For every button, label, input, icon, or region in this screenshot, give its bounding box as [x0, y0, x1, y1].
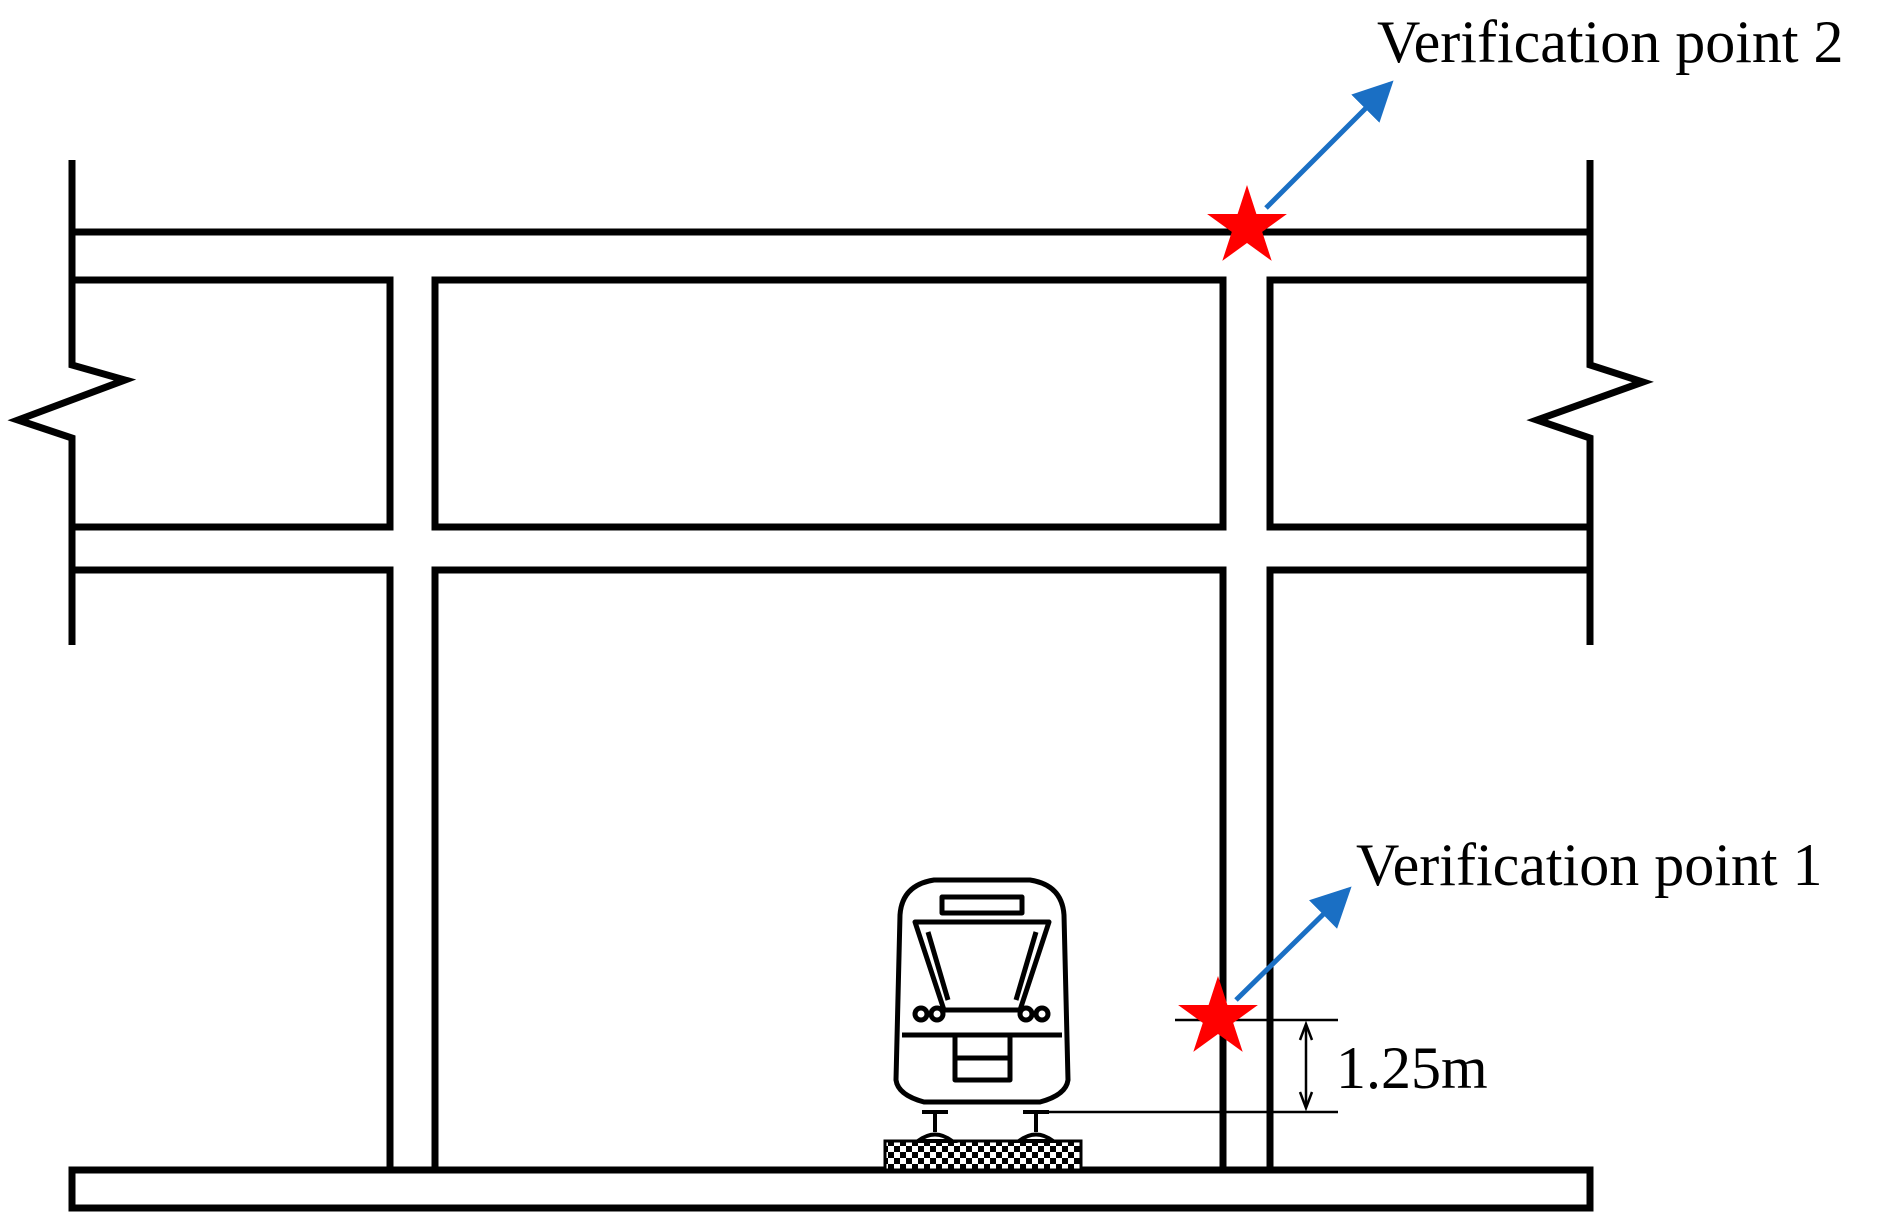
verification-point-1-arrow: [1234, 886, 1352, 1002]
dimension-annotation: [1042, 1018, 1338, 1114]
middle-slab-left: [72, 566, 394, 1170]
right-break-line: [1526, 160, 1654, 645]
verification-point-2-star-icon: [1207, 185, 1287, 261]
verification-point-1-label: Verification point 1: [1356, 832, 1823, 898]
verification-point-2-label: Verification point 2: [1377, 9, 1844, 75]
train-right-headlight: [1017, 1005, 1035, 1023]
train-right-headlight-2: [1033, 1005, 1051, 1023]
train-windshield: [912, 919, 1052, 1013]
middle-slab-center: [431, 566, 1227, 1170]
roof-slab-bottom-left: [72, 276, 394, 531]
train-bumper: [952, 1035, 1013, 1083]
roof-slab-bottom-right: [1266, 276, 1590, 531]
frame-structure: [7, 160, 1654, 1212]
verification-point-2-arrow: [1264, 80, 1394, 210]
track: [883, 1110, 1083, 1172]
dimension-label: 1.25m: [1336, 1035, 1488, 1101]
ballast-bed: [883, 1139, 1083, 1172]
verification-point-1-star-icon: [1178, 976, 1258, 1052]
right-rail: [1013, 1110, 1059, 1143]
train-left-headlight: [912, 1005, 930, 1023]
left-rail: [912, 1110, 958, 1143]
left-break-line: [7, 160, 137, 645]
train-windshield-inner: [925, 931, 1039, 1001]
train-icon: [893, 877, 1071, 1105]
dimension-arrow-up: [1298, 1020, 1314, 1041]
train-body: [893, 877, 1071, 1105]
roof-cell-middle: [431, 276, 1227, 531]
base-slab: [68, 1166, 1594, 1212]
train-destination-sign: [939, 894, 1025, 916]
train-left-headlight-2: [928, 1005, 946, 1023]
dimension-arrow-down: [1298, 1091, 1314, 1112]
